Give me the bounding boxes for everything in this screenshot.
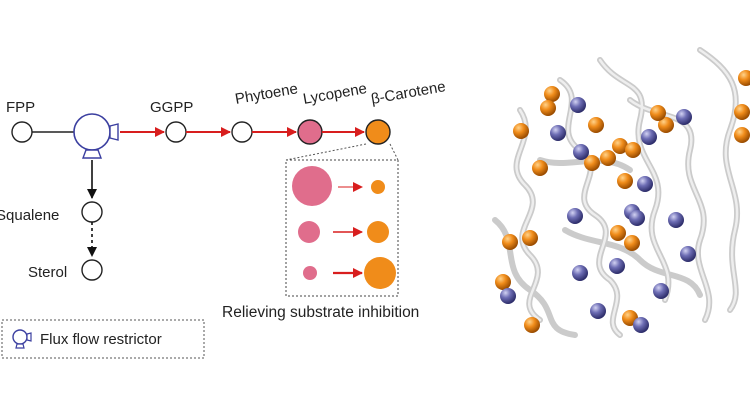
phytoene-node <box>231 121 253 143</box>
purple-sphere <box>609 258 625 274</box>
purple-sphere <box>567 208 583 224</box>
orange-sphere <box>584 155 600 171</box>
purple-sphere <box>570 97 586 113</box>
orange-sphere <box>588 117 604 133</box>
purple-sphere <box>668 212 684 228</box>
legend-label: Flux flow restrictor <box>40 331 162 348</box>
orange-sphere <box>738 70 750 86</box>
orange-sphere <box>610 225 626 241</box>
purple-sphere <box>641 129 657 145</box>
purple-sphere <box>590 303 606 319</box>
orange-sphere <box>524 317 540 333</box>
orange-sphere <box>658 117 674 133</box>
orange-sphere <box>502 234 518 250</box>
carotene-medium <box>367 221 389 243</box>
orange-sphere <box>617 173 633 189</box>
lycopene-label: Lycopene <box>302 80 368 108</box>
orange-sphere <box>612 138 628 154</box>
valve-icon <box>12 329 32 349</box>
squalene-node <box>81 201 103 223</box>
lycopene-node <box>297 119 323 145</box>
protein-ribbon-highlight <box>515 48 739 337</box>
orange-spheres <box>495 70 750 333</box>
purple-sphere <box>500 288 516 304</box>
fpp-node <box>11 121 33 143</box>
purple-sphere <box>637 176 653 192</box>
sterol-label: Sterol <box>28 264 67 281</box>
carotene-large <box>364 257 396 289</box>
orange-sphere <box>624 235 640 251</box>
purple-sphere <box>653 283 669 299</box>
orange-sphere <box>495 274 511 290</box>
fpp-label: FPP <box>6 99 35 116</box>
legend-box <box>1 319 205 359</box>
lycopene-medium <box>298 221 320 243</box>
pathway: FPP GGPP Phytoene Lycopene β-Carotene Sq… <box>0 78 447 281</box>
sterol-node <box>81 259 103 281</box>
purple-sphere <box>680 246 696 262</box>
purple-sphere <box>572 265 588 281</box>
purple-sphere <box>676 109 692 125</box>
carotene-node <box>365 119 391 145</box>
ggpp-node <box>165 121 187 143</box>
orange-sphere <box>532 160 548 176</box>
orange-sphere <box>734 104 750 120</box>
orange-sphere <box>650 105 666 121</box>
phytoene-label: Phytoene <box>234 80 299 108</box>
carotene-label: β-Carotene <box>370 78 447 108</box>
valve-icon <box>73 113 119 159</box>
inhibition-inset: Relieving substrate inhibition <box>222 143 419 321</box>
legend: Flux flow restrictor <box>1 319 205 359</box>
inset-caption: Relieving substrate inhibition <box>222 304 419 321</box>
protein-structure <box>492 47 750 338</box>
orange-sphere <box>625 142 641 158</box>
lycopene-small <box>303 266 317 280</box>
orange-sphere <box>544 86 560 102</box>
lycopene-large <box>292 166 332 206</box>
carotene-small <box>371 180 385 194</box>
squalene-label: Squalene <box>0 207 59 224</box>
orange-sphere <box>600 150 616 166</box>
purple-sphere <box>573 144 589 160</box>
orange-sphere <box>513 123 529 139</box>
inset-box <box>285 159 399 297</box>
ggpp-label: GGPP <box>150 99 193 116</box>
orange-sphere <box>522 230 538 246</box>
orange-sphere <box>734 127 750 143</box>
purple-spheres <box>500 97 696 333</box>
purple-sphere <box>550 125 566 141</box>
purple-sphere <box>629 210 645 226</box>
purple-sphere <box>633 317 649 333</box>
orange-sphere <box>540 100 556 116</box>
